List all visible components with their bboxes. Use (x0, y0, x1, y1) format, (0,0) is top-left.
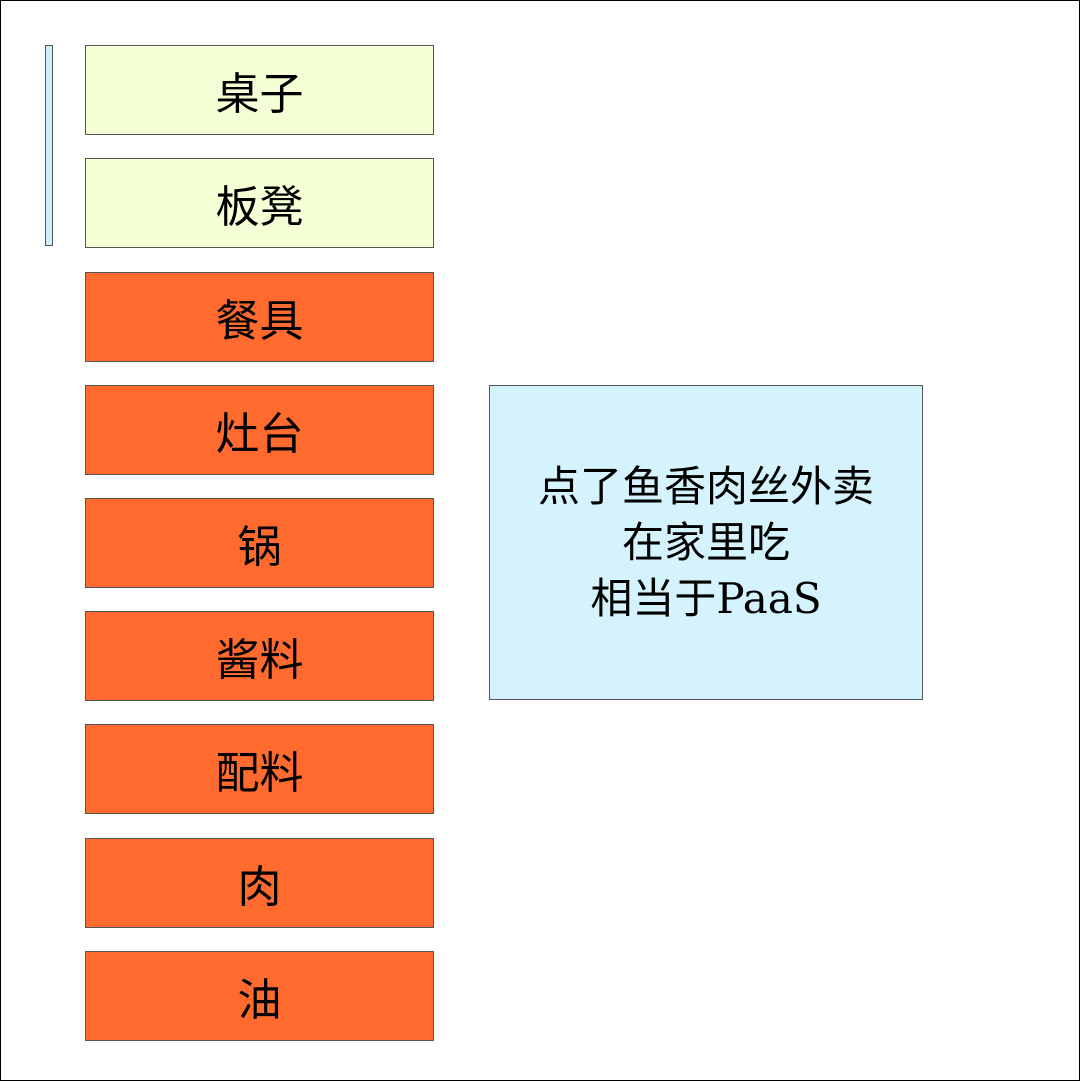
group-bracket (45, 45, 53, 246)
layer-label: 餐具 (215, 296, 304, 347)
layer-label: 肉 (237, 862, 282, 913)
layer-box-ingredients: 配料 (85, 724, 434, 814)
layer-label: 锅 (237, 522, 282, 573)
callout-line: 点了鱼香肉丝外卖 (537, 461, 874, 511)
layer-box-stool: 板凳 (85, 158, 434, 248)
layer-label: 桌子 (215, 69, 304, 120)
layer-label: 灶台 (215, 409, 304, 460)
layer-box-oil: 油 (85, 951, 434, 1041)
layer-label: 酱料 (215, 635, 304, 686)
layer-box-tableware: 餐具 (85, 272, 434, 362)
layer-box-meat: 肉 (85, 838, 434, 928)
layer-box-wok: 锅 (85, 498, 434, 588)
layer-box-stove: 灶台 (85, 385, 434, 475)
layer-label: 板凳 (215, 182, 304, 233)
layer-box-table: 桌子 (85, 45, 434, 135)
paas-callout-box: 点了鱼香肉丝外卖 在家里吃 相当于PaaS (489, 385, 923, 700)
callout-line: 在家里吃 (621, 517, 790, 567)
layer-label: 配料 (215, 748, 304, 799)
layer-box-sauce: 酱料 (85, 611, 434, 701)
layer-label: 油 (237, 975, 282, 1026)
callout-line: 相当于PaaS (590, 573, 822, 623)
